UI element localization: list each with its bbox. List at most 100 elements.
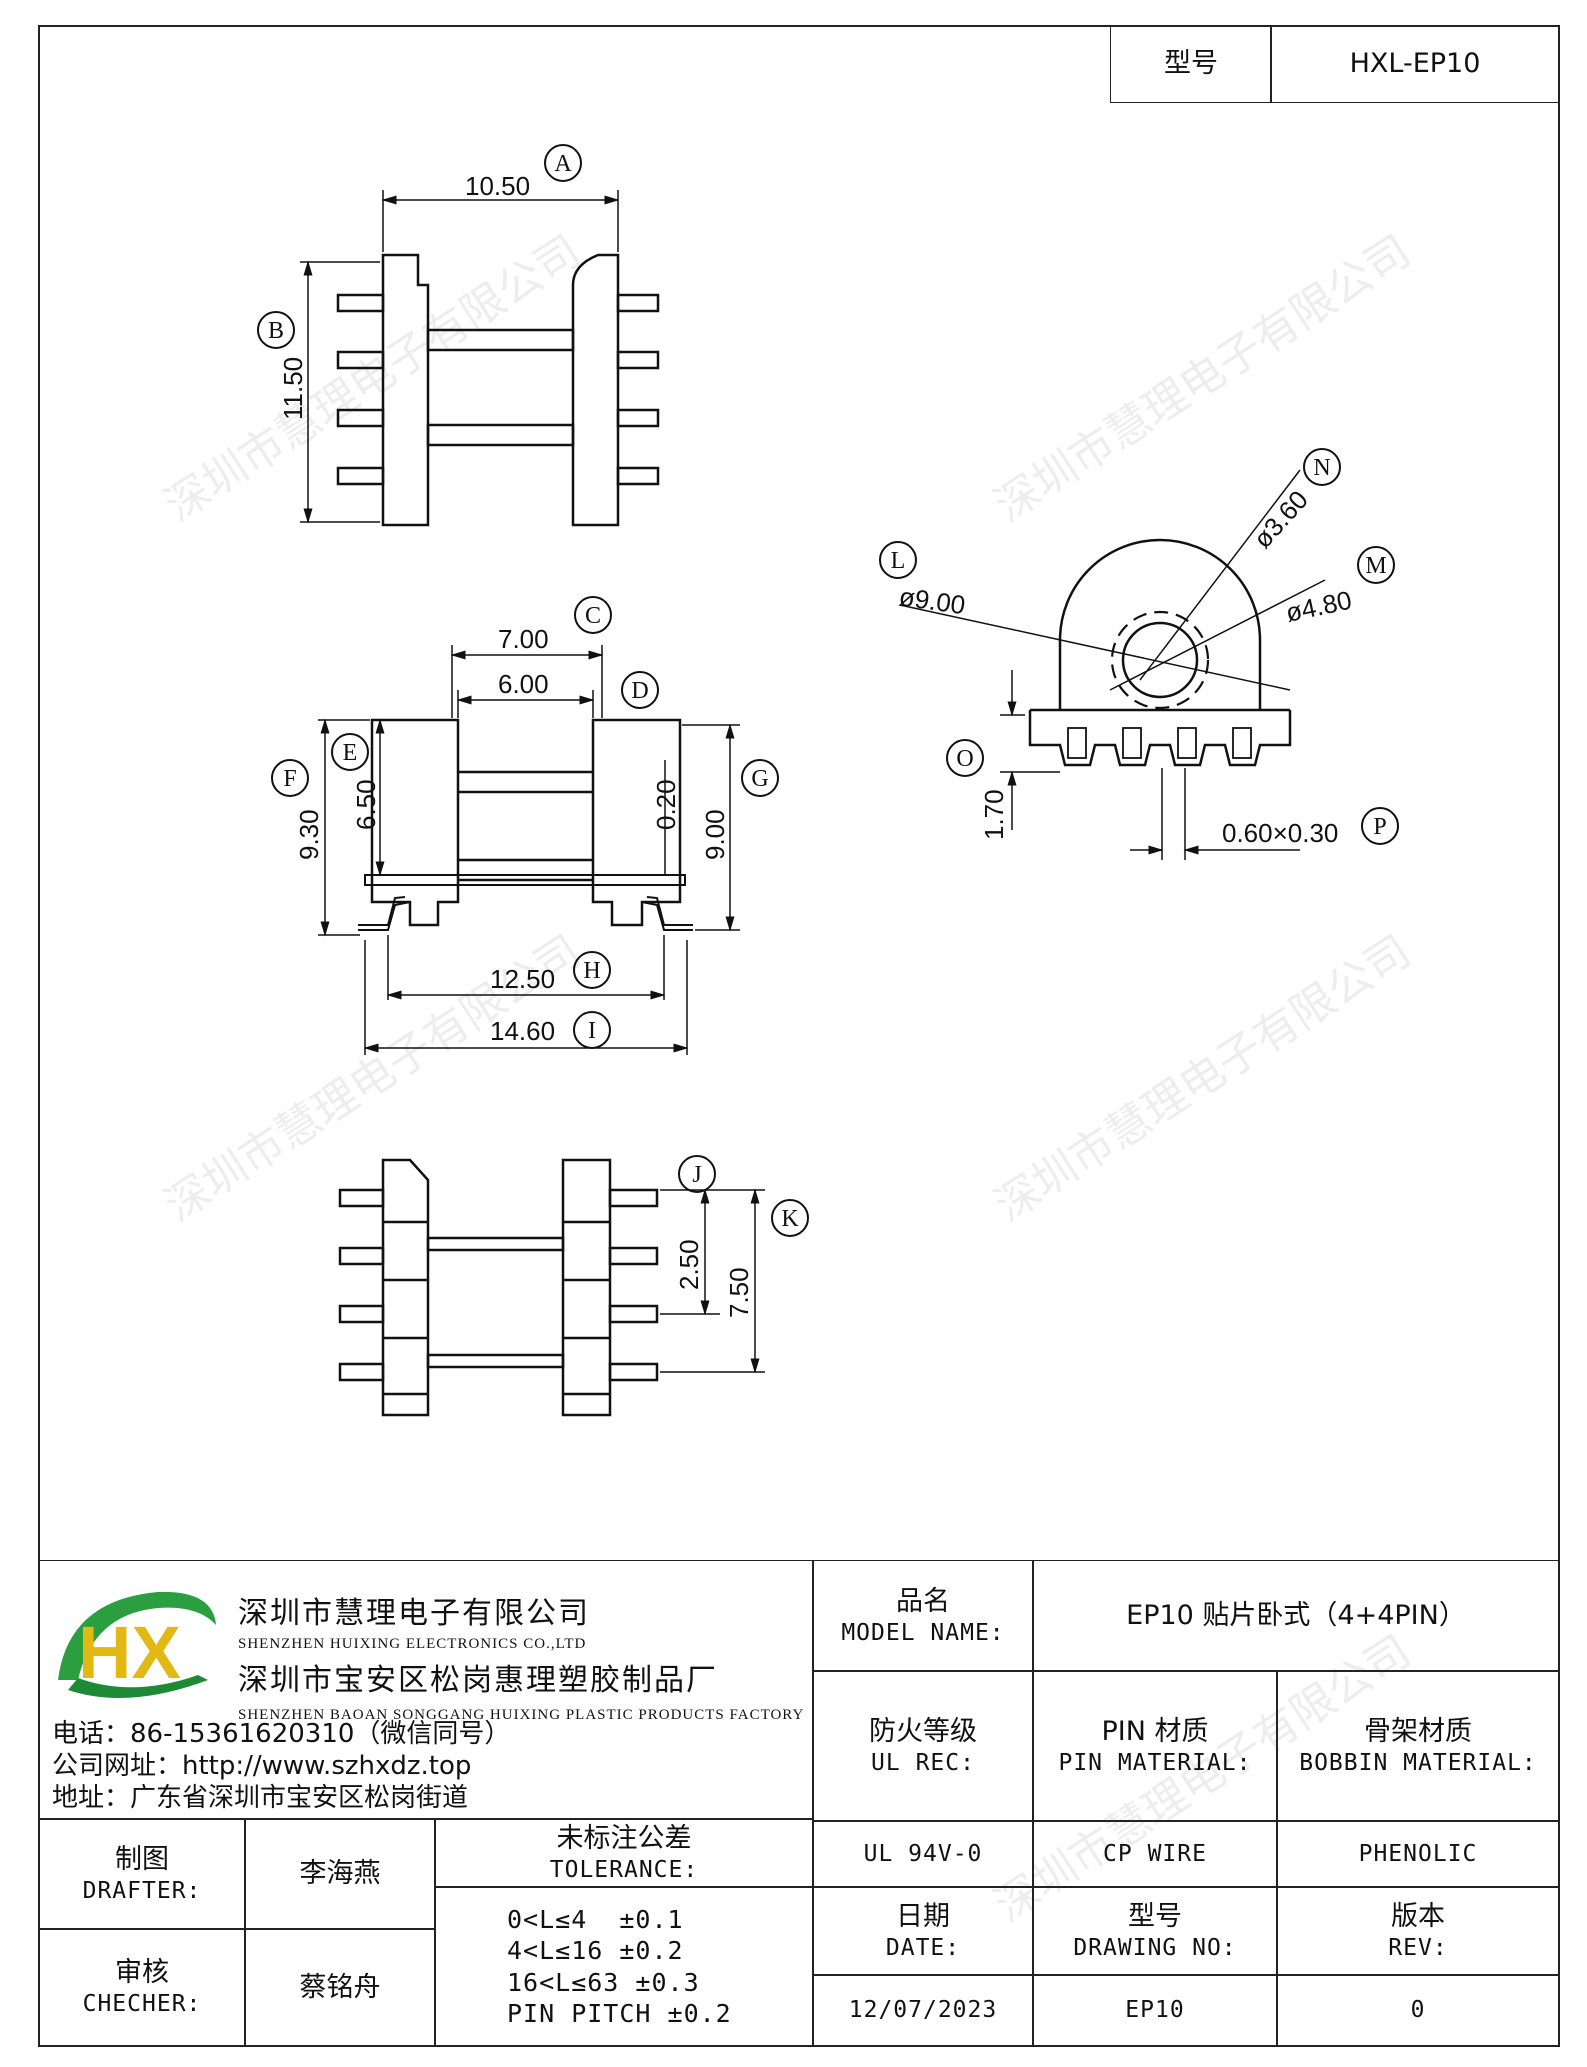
date-en: DATE: [885, 1934, 961, 1961]
ul-value-cell: UL 94V-0 [812, 1820, 1034, 1888]
rev-en: REV: [1388, 1934, 1448, 1961]
tolerance-header-cell: 未标注公差 TOLERANCE: [434, 1818, 814, 1888]
pin-zh: PIN 材质 [1101, 1715, 1209, 1747]
model-name-value-cell: EP10 贴片卧式（4+4PIN） [1032, 1560, 1560, 1672]
label-circle-b [257, 311, 295, 349]
label-circle-g [741, 759, 779, 797]
company-name-1: 深圳市慧理电子有限公司 [238, 1596, 590, 1631]
dim-j: 2.50 [674, 1239, 704, 1290]
dim-i: 14.60 [490, 1016, 555, 1046]
label-circle-a [544, 144, 582, 182]
date-zh: 日期 [896, 1900, 950, 1932]
label-f: F [283, 766, 296, 792]
pin-value-cell: CP WIRE [1032, 1820, 1278, 1888]
label-a: A [554, 151, 572, 177]
tolerance-en: TOLERANCE: [549, 1856, 699, 1883]
label-l: L [891, 548, 906, 574]
model-name-en: MODEL NAME: [841, 1619, 1005, 1646]
model-name-zh: 品名 [896, 1585, 950, 1617]
address: 地址：广东省深圳市宝安区松岗街道 [52, 1783, 469, 1814]
model-value: HXL-EP10 [1349, 48, 1481, 80]
rev-value-cell: 0 [1276, 1974, 1560, 2047]
label-e: E [343, 740, 358, 766]
label-circle-f [271, 759, 309, 797]
company-name-2-en: SHENZHEN BAOAN SONGGANG HUIXING PLASTIC … [238, 1707, 805, 1723]
label-circle-k [771, 1199, 809, 1237]
front-view [318, 645, 740, 1055]
drafter-value: 李海燕 [299, 1858, 381, 1890]
label-c: C [585, 603, 601, 629]
tolerance-values-cell: 0<L≤4 ±0.1 4<L≤16 ±0.2 16<L≤63 ±0.3 PIN … [434, 1886, 814, 2047]
logo-text: HX [78, 1611, 181, 1694]
drawing-value-cell: EP10 [1032, 1974, 1278, 2047]
ul-en: UL REC: [871, 1749, 975, 1776]
dim-e: 6.50 [351, 779, 381, 830]
bobbin-en: BOBBIN MATERIAL: [1299, 1749, 1537, 1776]
drawing-label-cell: 型号 DRAWING NO: [1032, 1886, 1278, 1976]
website: 公司网址：http://www.szhxdz.top [52, 1751, 472, 1782]
tolerance-zh: 未标注公差 [556, 1822, 692, 1854]
drawing-zh: 型号 [1128, 1900, 1182, 1932]
dim-b: 11.50 [278, 357, 308, 420]
label-circle-j [678, 1155, 716, 1193]
bobbin-label-cell: 骨架材质 BOBBIN MATERIAL: [1276, 1670, 1560, 1822]
rev-value: 0 [1410, 1997, 1426, 2024]
ul-value: UL 94V-0 [863, 1840, 983, 1867]
tolerance-line: 0<L≤4 ±0.1 [507, 1905, 684, 1934]
drafter-en: DRAFTER: [82, 1877, 202, 1904]
label-j: J [692, 1162, 701, 1188]
label-h: H [583, 958, 600, 984]
company-name-2: 深圳市宝安区松岗惠理塑胶制品厂 [238, 1663, 718, 1698]
top-view [300, 190, 660, 527]
rev-label-cell: 版本 REV: [1276, 1886, 1560, 1976]
label-i: I [588, 1018, 596, 1044]
drawing-value: EP10 [1125, 1997, 1185, 2024]
label-circle-l [879, 541, 917, 579]
pin-label-cell: PIN 材质 PIN MATERIAL: [1032, 1670, 1278, 1822]
label-circle-m [1357, 546, 1395, 584]
rev-zh: 版本 [1391, 1900, 1445, 1932]
label-k: K [781, 1206, 799, 1232]
dim-thickness: 0.20 [651, 779, 681, 830]
label-circle-d [621, 671, 659, 709]
ul-zh: 防火等级 [869, 1715, 977, 1747]
tolerance-line: 16<L≤63 ±0.3 [507, 1967, 700, 1997]
label-circle-p [1361, 807, 1399, 845]
label-circle-e [331, 733, 369, 771]
label-d: D [631, 678, 648, 704]
checker-en: CHECHER: [82, 1991, 202, 2017]
dim-d: 6.00 [498, 669, 549, 699]
logo: HX [58, 1591, 216, 1698]
model-value-cell: HXL-EP10 [1270, 25, 1560, 103]
company-name-1-en: SHENZHEN HUIXING ELECTRONICS CO.,LTD [238, 1636, 587, 1652]
company-name-block: 深圳市慧理电子有限公司 SHENZHEN HUIXING ELECTRONICS… [238, 1588, 804, 1724]
drafter-zh: 制图 [115, 1843, 169, 1875]
drafter-value-cell: 李海燕 [244, 1818, 436, 1930]
checker-value-cell: 蔡铭舟 [244, 1928, 436, 2047]
phone: 电话：86-15361620310（微信同号） [52, 1719, 511, 1749]
bobbin-value-cell: PHENOLIC [1276, 1820, 1560, 1888]
dim-c: 7.00 [498, 624, 549, 654]
label-circle-i [573, 1011, 611, 1049]
dim-m: ø4.80 [1283, 585, 1354, 628]
date-label-cell: 日期 DATE: [812, 1886, 1034, 1976]
dim-p: 0.60×0.30 [1222, 818, 1338, 848]
bobbin-value: PHENOLIC [1358, 1840, 1478, 1867]
drafter-label-cell: 制图 DRAFTER: [38, 1818, 246, 1930]
contact-block: 电话：86-15361620310（微信同号） 公司网址：http://www.… [52, 1718, 510, 1815]
checker-label-cell: 审核 CHECHER: [38, 1928, 246, 2047]
label-o: O [956, 746, 973, 772]
model-name-label-cell: 品名 MODEL NAME: [812, 1560, 1034, 1672]
model-label-cell: 型号 [1110, 25, 1272, 103]
drawing-en: DRAWING NO: [1073, 1934, 1237, 1961]
ul-label-cell: 防火等级 UL REC: [812, 1670, 1034, 1822]
dim-f: 9.30 [294, 809, 324, 860]
dim-o: 1.70 [979, 789, 1009, 840]
side-view [899, 469, 1326, 860]
label-g: G [751, 766, 768, 792]
dim-g: 9.00 [700, 809, 730, 860]
tolerance-line: PIN PITCH ±0.2 [507, 1998, 732, 2028]
label-circle-c [574, 596, 612, 634]
label-circle-h [573, 951, 611, 989]
label-m: M [1365, 553, 1386, 579]
